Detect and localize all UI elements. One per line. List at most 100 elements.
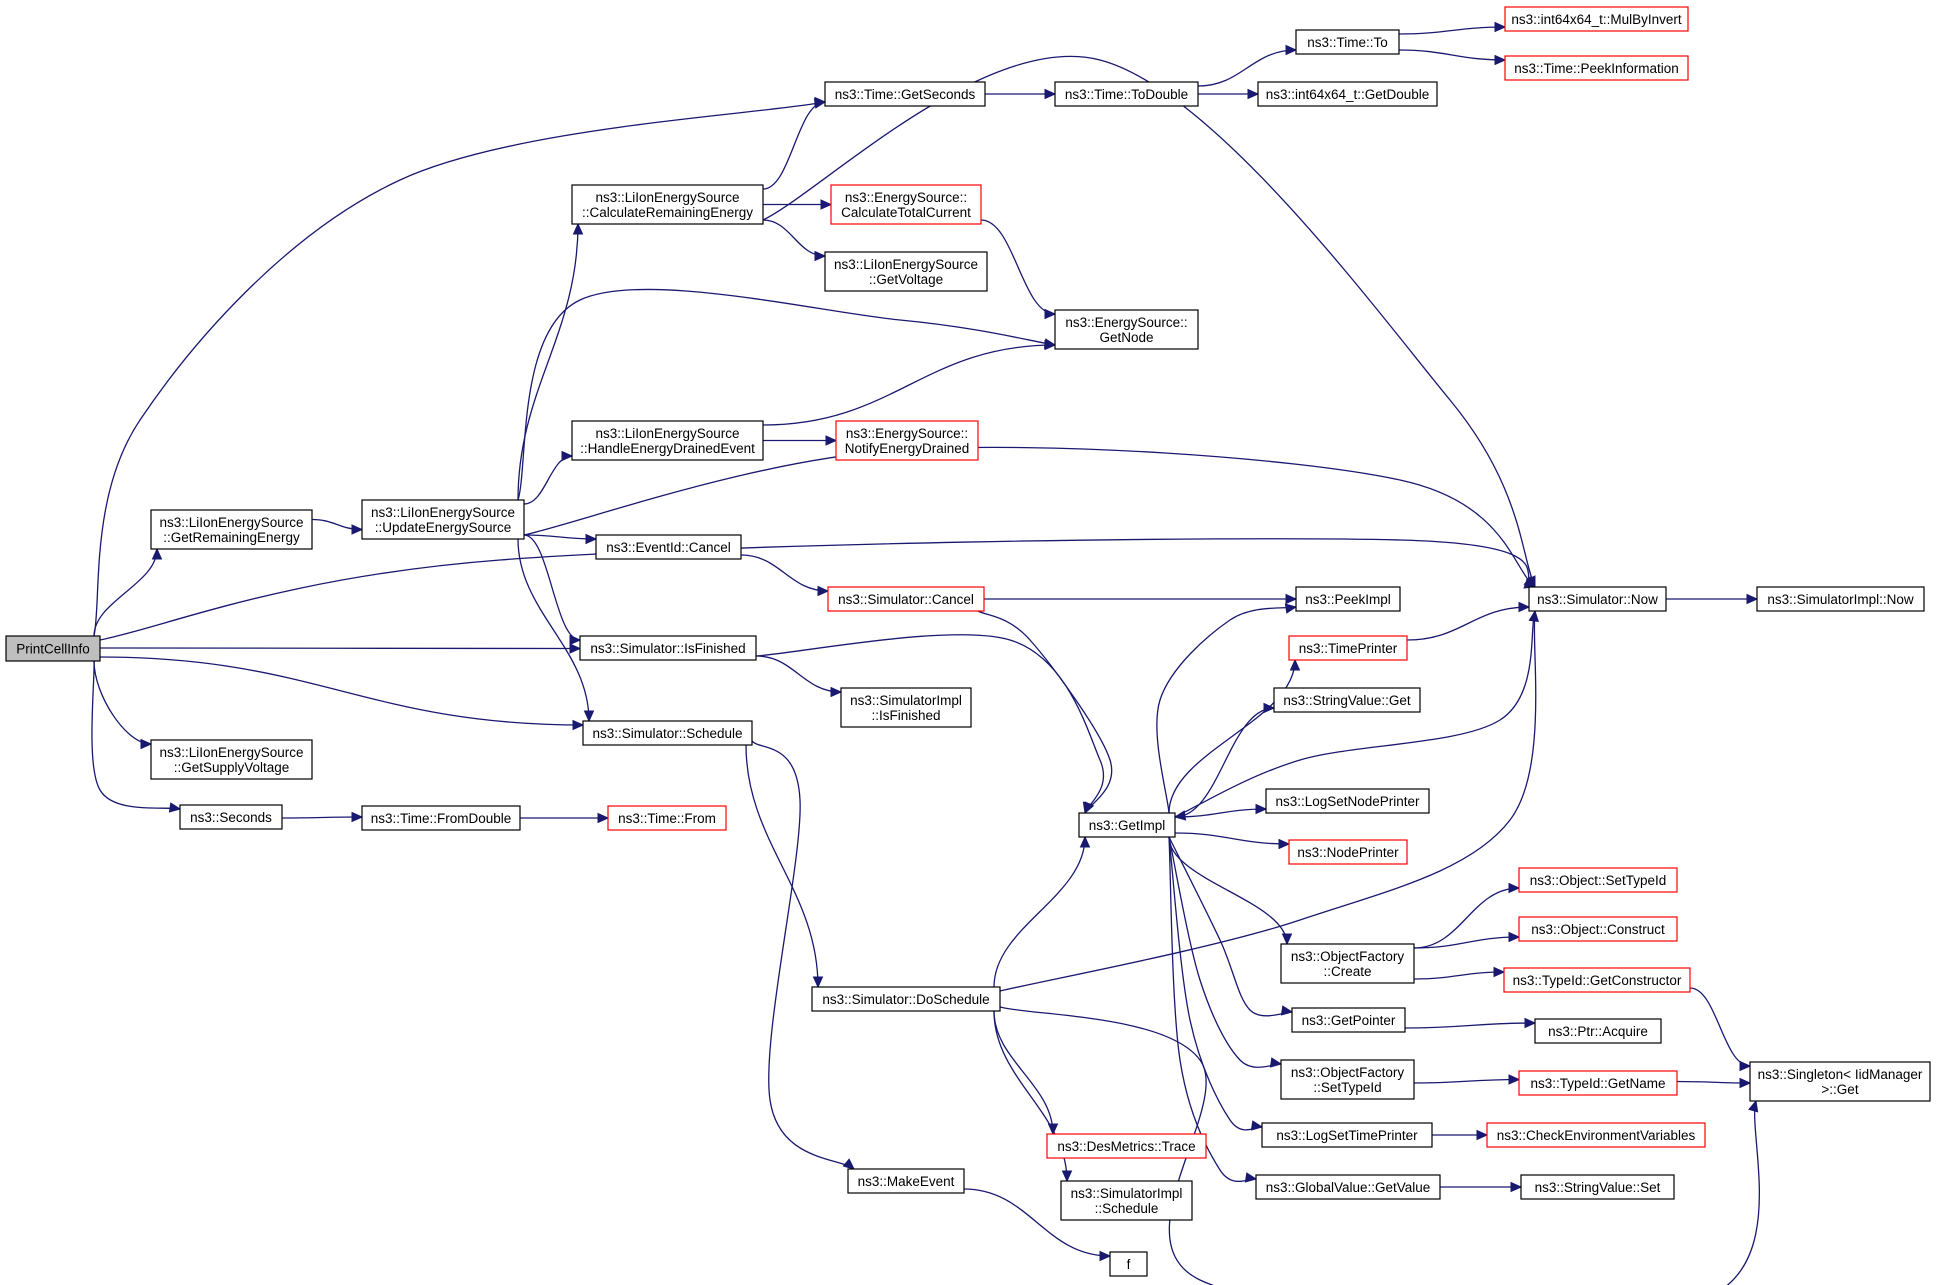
node-handleenergydrained[interactable]: ns3::LiIonEnergySource::HandleEnergyDrai… [571, 420, 764, 461]
node-printcellinfo[interactable]: PrintCellInfo [5, 635, 101, 662]
node-simulator-isfinished[interactable]: ns3::Simulator::IsFinished [579, 635, 757, 661]
node-box [827, 586, 985, 612]
node-getvoltage[interactable]: ns3::LiIonEnergySource::GetVoltage [824, 251, 988, 292]
node-singleton-get[interactable]: ns3::Singleton< IidManager>::Get [1749, 1061, 1931, 1102]
node-label: NotifyEnergyDrained [845, 441, 970, 456]
node-energysource-getnode[interactable]: ns3::EnergySource::GetNode [1054, 309, 1199, 350]
node-time-todouble[interactable]: ns3::Time::ToDouble [1054, 81, 1199, 107]
node-label: ns3::Simulator::Schedule [592, 726, 742, 741]
node-label: ns3::ObjectFactory [1291, 949, 1405, 964]
node-calctotalcurrent[interactable]: ns3::EnergySource::CalculateTotalCurrent [830, 184, 982, 225]
node-timeprinter[interactable]: ns3::TimePrinter [1288, 635, 1408, 661]
edge-line [1168, 836, 1293, 1017]
edge-calcremainingenergy-to-time-getseconds [762, 96, 827, 190]
node-box [579, 635, 757, 661]
arrowhead [1280, 1005, 1294, 1016]
node-label: ns3::LogSetNodePrinter [1275, 794, 1420, 809]
node-simimpl-schedule[interactable]: ns3::SimulatorImpl::Schedule [1060, 1180, 1193, 1221]
edge-line [977, 610, 1113, 814]
node-calcremainingenergy[interactable]: ns3::LiIonEnergySource::CalculateRemaini… [571, 184, 764, 225]
edge-line [91, 660, 181, 810]
node-stringvalue-set[interactable]: ns3::StringValue::Set [1520, 1174, 1675, 1200]
edge-getimpl-to-getpointer [1168, 836, 1294, 1017]
node-box [1265, 788, 1430, 814]
edge-line [517, 538, 590, 722]
node-f[interactable]: f [1109, 1251, 1148, 1277]
node-typeid-getname[interactable]: ns3::TypeId::GetName [1518, 1070, 1678, 1096]
node-logsettimeprinter[interactable]: ns3::LogSetTimePrinter [1261, 1122, 1433, 1148]
node-simulator-doschedule[interactable]: ns3::Simulator::DoSchedule [811, 986, 1001, 1012]
edge-line [993, 836, 1086, 988]
node-updateenergysource[interactable]: ns3::LiIonEnergySource::UpdateEnergySour… [361, 499, 525, 540]
node-getsupplyvoltage[interactable]: ns3::LiIonEnergySource::GetSupplyVoltage [150, 739, 313, 780]
edge-logsettimeprinter-to-checkenvvars [1432, 1129, 1489, 1141]
node-label: ns3::Time::To [1307, 35, 1388, 50]
node-objectfactory-settypeid[interactable]: ns3::ObjectFactory::SetTypeId [1280, 1059, 1415, 1100]
edge-getimpl-to-stringvalue-get [1174, 702, 1276, 818]
edge-line [762, 55, 1536, 588]
node-label: f [1127, 1257, 1131, 1272]
node-label: ::GetSupplyVoltage [174, 760, 290, 775]
node-object-construct[interactable]: ns3::Object::Construct [1518, 916, 1678, 942]
node-objectfactory-create[interactable]: ns3::ObjectFactory::Create [1280, 943, 1415, 984]
node-box [595, 534, 742, 560]
node-simimpl-isfinished[interactable]: ns3::SimulatorImpl::IsFinished [840, 687, 972, 728]
node-simulator-cancel[interactable]: ns3::Simulator::Cancel [827, 586, 985, 612]
node-mulbyinvert[interactable]: ns3::int64x64_t::MulByInvert [1504, 6, 1689, 32]
node-getpointer[interactable]: ns3::GetPointer [1291, 1007, 1406, 1033]
node-peekinformation[interactable]: ns3::Time::PeekInformation [1504, 55, 1689, 81]
node-int64-getdouble[interactable]: ns3::int64x64_t::GetDouble [1257, 81, 1438, 107]
edge-line [1413, 971, 1505, 980]
node-desmetrics-trace[interactable]: ns3::DesMetrics::Trace [1046, 1133, 1207, 1159]
edge-calctotalcurrent-to-energysource-getnode [980, 219, 1057, 320]
node-checkenvvars[interactable]: ns3::CheckEnvironmentVariables [1486, 1122, 1706, 1148]
edge-time-to-to-mulbyinvert [1398, 21, 1507, 35]
node-globalvalue-getvalue[interactable]: ns3::GlobalValue::GetValue [1255, 1174, 1441, 1200]
node-notifyenergydrained[interactable]: ns3::EnergySource::NotifyEnergyDrained [835, 420, 979, 461]
edge-simulator-doschedule-to-desmetrics-trace [993, 1010, 1059, 1136]
node-box [150, 739, 313, 780]
arrowhead [1476, 1129, 1489, 1141]
edge-line [1174, 808, 1267, 818]
node-ptr-acquire[interactable]: ns3::Ptr::Acquire [1534, 1018, 1662, 1044]
node-label: ns3::Time::From [618, 811, 716, 826]
edge-updateenergysource-to-calcremainingenergy [517, 222, 584, 501]
node-makeevent[interactable]: ns3::MakeEvent [847, 1168, 965, 1194]
node-simulator-now[interactable]: ns3::Simulator::Now [1528, 586, 1667, 612]
node-simimpl-now[interactable]: ns3::SimulatorImpl::Now [1756, 586, 1925, 612]
arrowhead [597, 812, 610, 824]
edge-updateenergysource-to-simulator-now [523, 446, 1536, 588]
arrowhead [1284, 603, 1298, 614]
node-eventid-cancel[interactable]: ns3::EventId::Cancel [595, 534, 742, 560]
node-getimpl[interactable]: ns3::GetImpl [1078, 812, 1176, 838]
node-simulator-schedule[interactable]: ns3::Simulator::Schedule [582, 720, 753, 746]
node-time-getseconds[interactable]: ns3::Time::GetSeconds [824, 81, 986, 107]
node-logsetnodeprinter[interactable]: ns3::LogSetNodePrinter [1265, 788, 1430, 814]
edge-line [1413, 887, 1520, 949]
arrowhead [1285, 44, 1298, 56]
arrowhead [1044, 339, 1057, 351]
arrowhead [1518, 601, 1531, 613]
node-box [1046, 1133, 1207, 1159]
node-seconds[interactable]: ns3::Seconds [179, 804, 283, 830]
node-box [1486, 1122, 1706, 1148]
node-time-from[interactable]: ns3::Time::From [607, 805, 727, 831]
node-time-to[interactable]: ns3::Time::To [1295, 29, 1400, 55]
node-peekimpl[interactable]: ns3::PeekImpl [1295, 586, 1401, 612]
edge-seconds-to-time-fromdouble [281, 811, 364, 823]
node-getremainingenergy[interactable]: ns3::LiIonEnergySource::GetRemainingEner… [150, 509, 313, 550]
node-box [1503, 967, 1691, 993]
node-stringvalue-get[interactable]: ns3::StringValue::Get [1273, 687, 1421, 713]
node-box [1060, 1180, 1193, 1221]
edge-simulator-now-to-simimpl-now [1666, 593, 1759, 605]
node-time-fromdouble[interactable]: ns3::Time::FromDouble [361, 805, 521, 831]
node-label: ::CalculateRemainingEnergy [582, 205, 753, 220]
node-nodeprinter[interactable]: ns3::NodePrinter [1288, 839, 1408, 865]
node-box [1291, 1007, 1406, 1033]
arrowhead [817, 585, 830, 597]
node-typeid-getconstructor[interactable]: ns3::TypeId::GetConstructor [1503, 967, 1691, 993]
node-object-settypeid[interactable]: ns3::Object::SetTypeId [1518, 867, 1678, 893]
node-label: ns3::TimePrinter [1299, 641, 1398, 656]
node-label: ns3::GetImpl [1089, 818, 1166, 833]
edge-line [99, 538, 1536, 641]
